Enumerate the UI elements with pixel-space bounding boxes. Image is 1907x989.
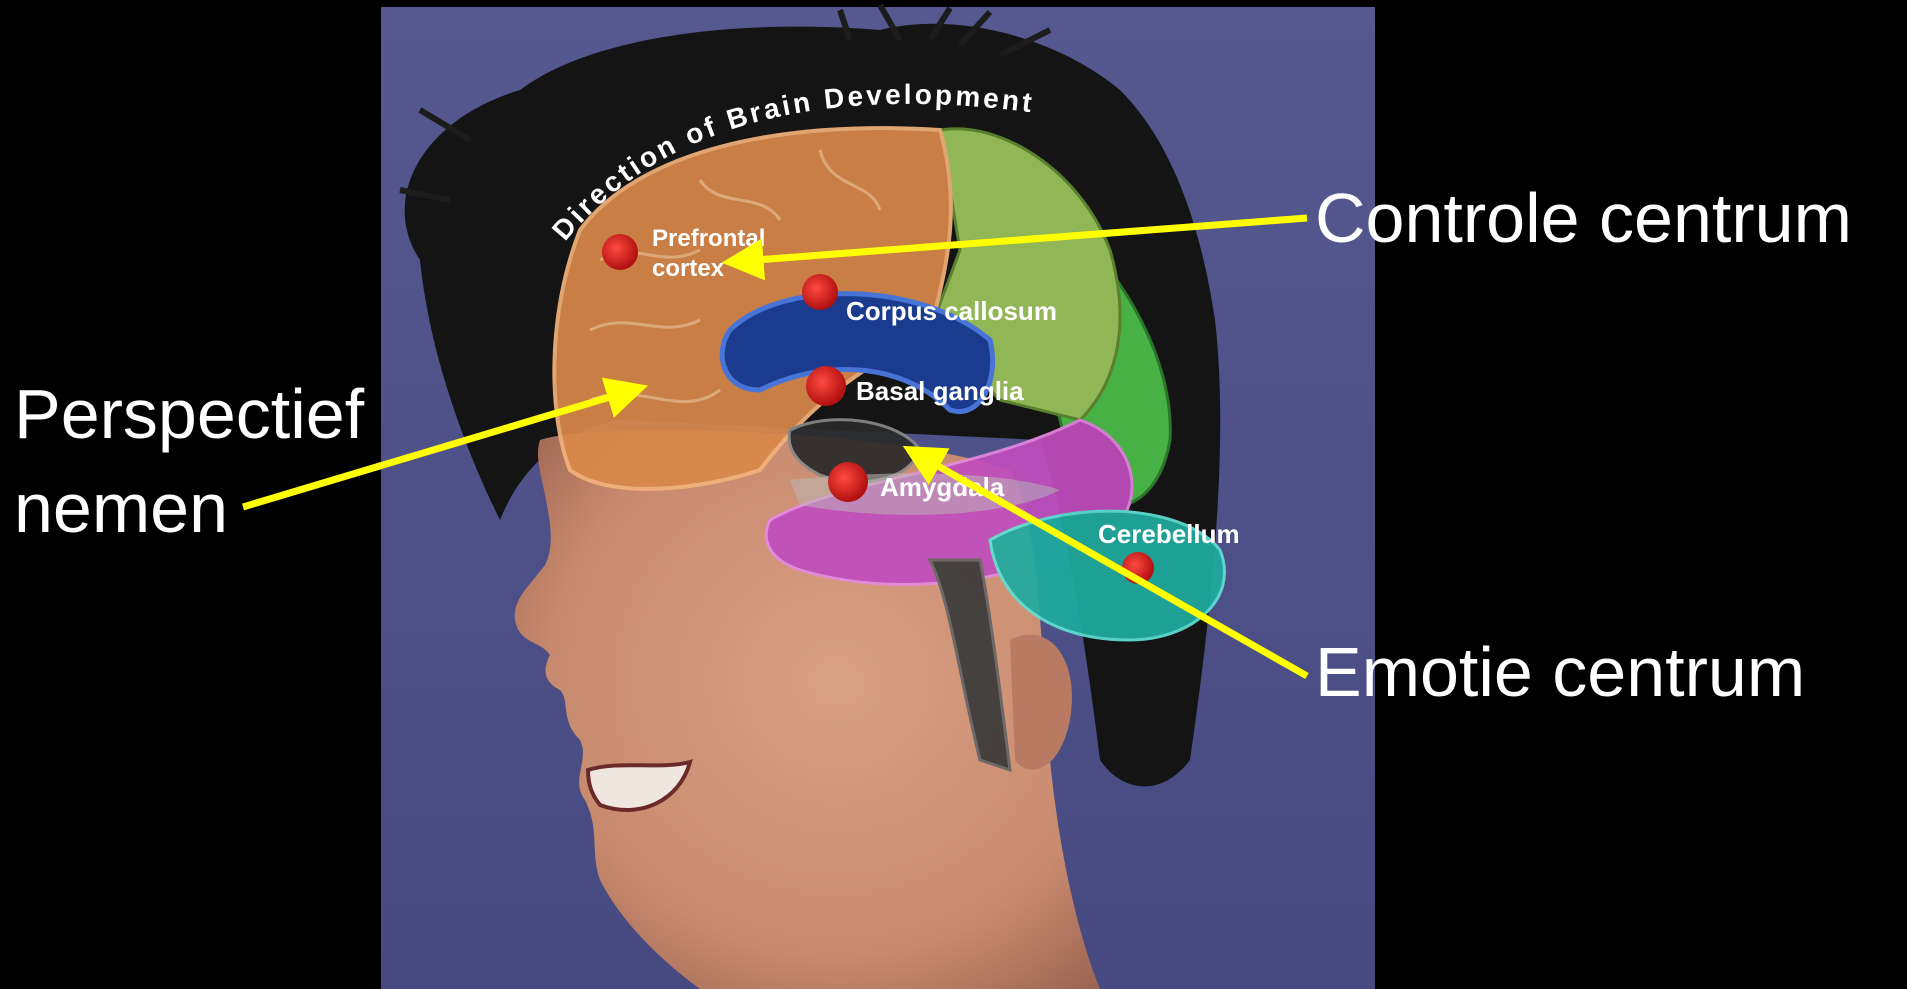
marker-basal-ganglia xyxy=(806,366,846,406)
marker-prefrontal xyxy=(602,234,638,270)
label-cerebellum: Cerebellum xyxy=(1098,519,1240,549)
label-prefrontal: Prefrontal xyxy=(652,225,765,252)
callout-controle-centrum: Controle centrum xyxy=(1315,176,1852,260)
marker-corpus-callosum xyxy=(802,274,838,310)
label-cortex: cortex xyxy=(652,255,725,282)
marker-amygdala xyxy=(828,462,868,502)
label-amygdala: Amygdala xyxy=(880,472,1005,502)
callout-perspectief: Perspectief xyxy=(14,372,364,456)
callout-emotie-centrum: Emotie centrum xyxy=(1315,630,1805,714)
label-basal-ganglia: Basal ganglia xyxy=(856,376,1024,406)
label-corpus-callosum: Corpus callosum xyxy=(846,296,1057,326)
callout-nemen: nemen xyxy=(14,466,228,550)
